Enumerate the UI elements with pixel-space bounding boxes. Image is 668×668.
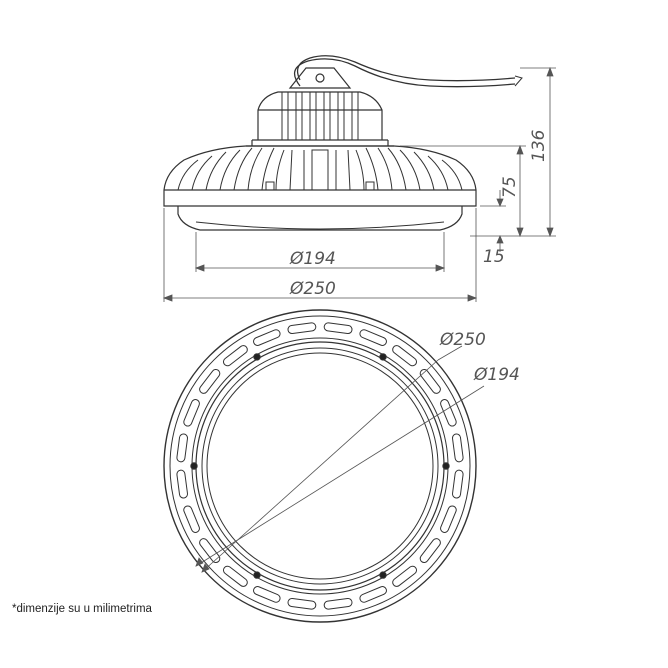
driver-housing bbox=[257, 91, 383, 140]
vent-slot bbox=[392, 345, 418, 367]
driver-fins bbox=[281, 92, 359, 140]
vent-slot bbox=[323, 322, 353, 335]
vent-slot bbox=[419, 538, 441, 564]
vent-slot bbox=[176, 469, 189, 499]
side-dimensions bbox=[162, 66, 556, 302]
vent-slot bbox=[199, 368, 221, 394]
vent-slot bbox=[222, 345, 248, 367]
mounting-hole bbox=[442, 462, 450, 470]
mounting-hole bbox=[253, 353, 261, 361]
body-height-label: 75 bbox=[500, 176, 520, 198]
vent-slot bbox=[419, 368, 441, 394]
vent-slot bbox=[440, 505, 457, 533]
vent-slot bbox=[287, 597, 317, 610]
top-dimensions bbox=[195, 345, 485, 573]
vent-slot bbox=[176, 433, 189, 463]
vent-slot bbox=[359, 329, 387, 346]
outer-rim bbox=[163, 309, 477, 623]
side-view bbox=[163, 55, 523, 231]
cable-gland bbox=[288, 67, 352, 89]
vent-slot bbox=[222, 565, 248, 587]
vent-slot bbox=[451, 469, 464, 499]
vent-slot bbox=[323, 597, 353, 610]
mounting-hole bbox=[379, 353, 387, 361]
lens-ring bbox=[201, 347, 439, 585]
vent-slot-ring bbox=[176, 322, 464, 610]
side-outer-diameter-label: Ø250 bbox=[289, 279, 336, 299]
vent-slot bbox=[392, 565, 418, 587]
vent-slot bbox=[451, 433, 464, 463]
vent-slot bbox=[253, 586, 281, 603]
mounting-holes bbox=[190, 353, 450, 579]
top-outer-diameter-label: Ø250 bbox=[439, 330, 486, 350]
mounting-hole bbox=[253, 571, 261, 579]
vent-slot bbox=[440, 399, 457, 427]
vent-slot bbox=[183, 399, 200, 427]
vent-slot bbox=[199, 538, 221, 564]
top-inner-diameter-label: Ø194 bbox=[473, 365, 520, 385]
total-height-label: 136 bbox=[529, 129, 549, 162]
side-inner-diameter-label: Ø194 bbox=[289, 249, 336, 269]
lens-height-label: 15 bbox=[483, 247, 505, 267]
vent-slot bbox=[287, 322, 317, 335]
vent-slot bbox=[183, 505, 200, 533]
lens bbox=[177, 206, 463, 231]
units-note: *dimenzije su u milimetrima bbox=[12, 603, 152, 615]
vent-slot bbox=[359, 586, 387, 603]
mounting-hole bbox=[379, 571, 387, 579]
top-view bbox=[163, 309, 477, 623]
heatsink-fins bbox=[177, 147, 463, 191]
heatsink-body bbox=[163, 145, 477, 207]
mounting-hole bbox=[190, 462, 198, 470]
vent-slot bbox=[253, 329, 281, 346]
power-cable bbox=[296, 55, 516, 82]
